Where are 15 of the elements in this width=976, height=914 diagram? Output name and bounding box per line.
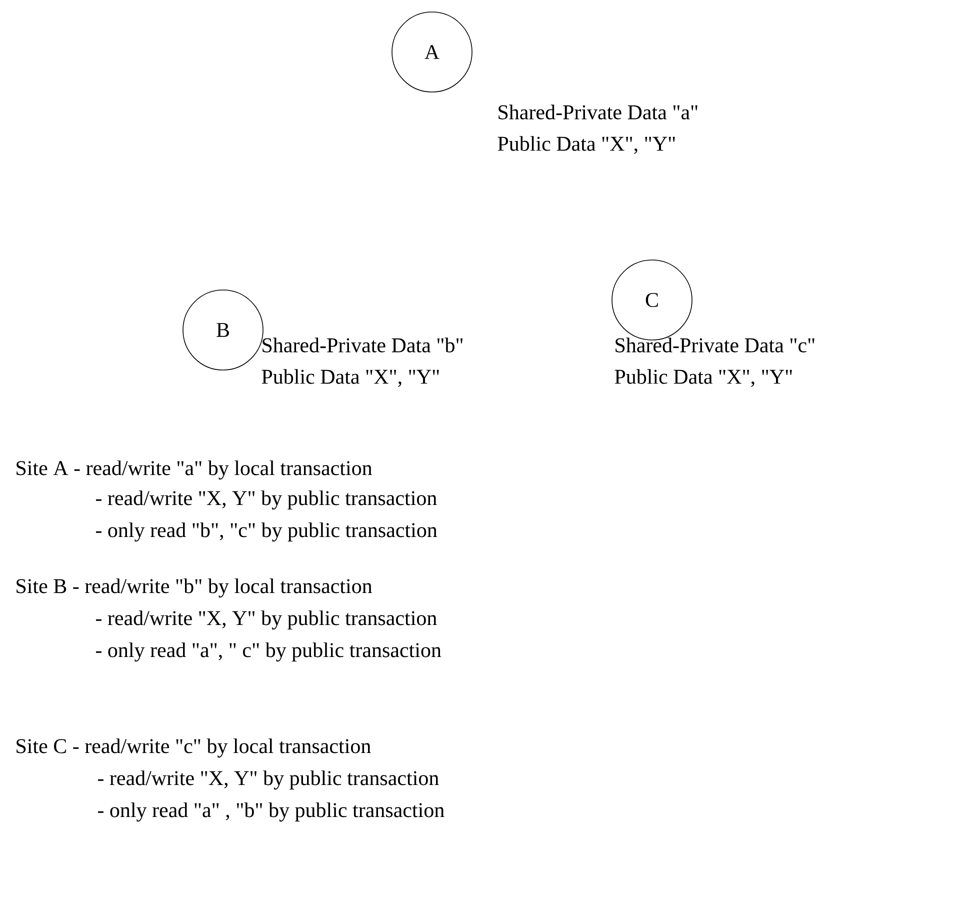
access-rule: - read/write "X, Y" by public transaction: [96, 610, 437, 630]
access-rule: Site B - read/write "b" by local transaction: [16, 578, 372, 598]
data-label: Public Data "X", "Y": [262, 369, 439, 387]
data-label: Public Data "X", "Y": [614, 369, 792, 387]
data-label: Shared-Private Data "b": [262, 338, 462, 352]
access-rule: - only read "a", " c" by public transaction: [96, 642, 442, 662]
access-rule: - read/write "X, Y" by public transaction: [96, 490, 437, 510]
access-rule: - only read "b", "c" by public transaction: [96, 522, 438, 542]
access-rule: Site C - read/write "c" by local transaction: [16, 738, 371, 758]
access-rule: Site A - read/write "a" by local transaction: [16, 460, 372, 480]
data-label: Shared-Private Data "a": [498, 104, 698, 120]
access-rule: - only read "a" , "b" by public transaction: [98, 802, 444, 822]
data-label: Public Data "X", "Y": [498, 136, 675, 154]
data-label: Shared-Private Data "c": [616, 338, 814, 352]
access-rule: - read/write "X, Y" by public transaction: [98, 770, 439, 790]
